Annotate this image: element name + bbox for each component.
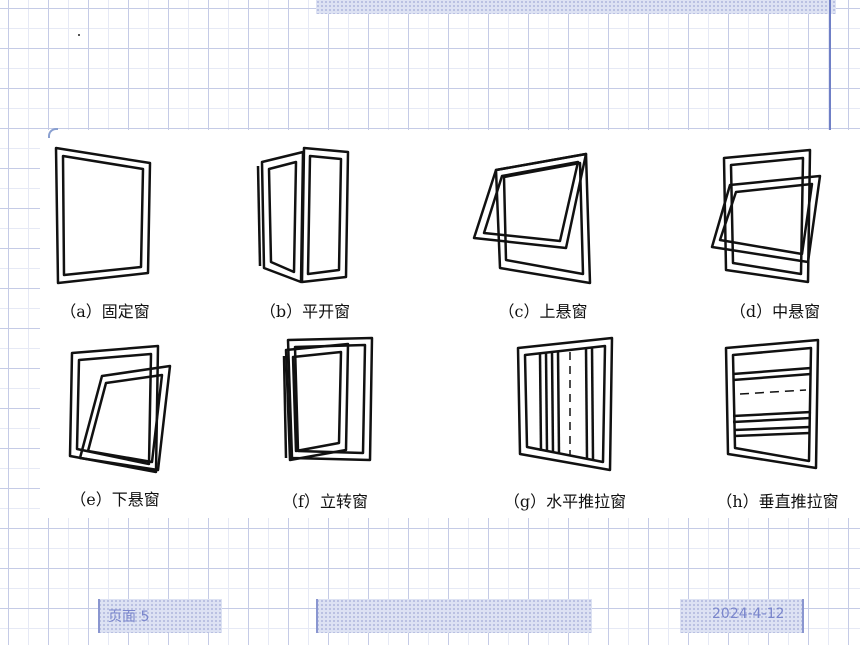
casement-window-icon (256, 146, 350, 284)
caption-vertical-pivot-window: （f）立转窗 (282, 492, 368, 511)
top-hung-window-icon (472, 152, 592, 285)
window-vertical-sliding: （h）垂直推拉窗 (700, 330, 855, 511)
footer-date-shading (680, 599, 804, 633)
window-bottom-hung: （e）下悬窗 (40, 338, 190, 509)
page-number: 页面 5 (108, 609, 150, 625)
footer-date: 2024-4-12 (712, 606, 785, 622)
window-casement: （b）平开窗 (240, 140, 370, 321)
caption-horizontal-sliding-window: （g）水平推拉窗 (503, 492, 627, 511)
footer-center-box (316, 599, 592, 633)
vertical-sliding-window-icon (724, 338, 820, 470)
caption-vertical-sliding-window: （h）垂直推拉窗 (716, 492, 839, 511)
footer-page-shading (98, 599, 222, 633)
window-center-pivot: （d）中悬窗 (700, 140, 850, 321)
corner-arc-mark (48, 128, 58, 138)
caption-bottom-hung-window: （e）下悬窗 (70, 490, 160, 509)
window-vertical-pivot: （f）立转窗 (250, 330, 400, 511)
footer-center-shading (316, 599, 592, 633)
window-types-figure (40, 130, 860, 518)
right-vertical-rule (829, 0, 831, 136)
footer-page-box: 页面 5 (98, 599, 222, 633)
caption-center-pivot-window: （d）中悬窗 (729, 302, 821, 321)
center-pivot-window-icon (710, 148, 822, 284)
caption-casement-window: （b）平开窗 (259, 302, 351, 321)
horizontal-sliding-window-icon (516, 336, 614, 472)
caption-top-hung-window: （c）上悬窗 (498, 302, 588, 321)
top-header-band (316, 0, 836, 14)
dot-mark (78, 34, 80, 36)
window-fixed: （a）固定窗 (40, 140, 170, 321)
fixed-window-icon (54, 146, 152, 285)
vertical-pivot-window-icon (282, 336, 374, 462)
footer-date-box: 2024-4-12 (680, 599, 804, 633)
caption-fixed-window: （a）固定窗 (60, 302, 150, 321)
window-horizontal-sliding: （g）水平推拉窗 (490, 330, 640, 511)
footer-center-rule (316, 599, 318, 633)
bottom-hung-window-icon (68, 344, 172, 474)
footer-page-rule (98, 599, 100, 633)
footer-date-rule (802, 599, 804, 633)
window-top-hung: （c）上悬窗 (468, 140, 618, 321)
